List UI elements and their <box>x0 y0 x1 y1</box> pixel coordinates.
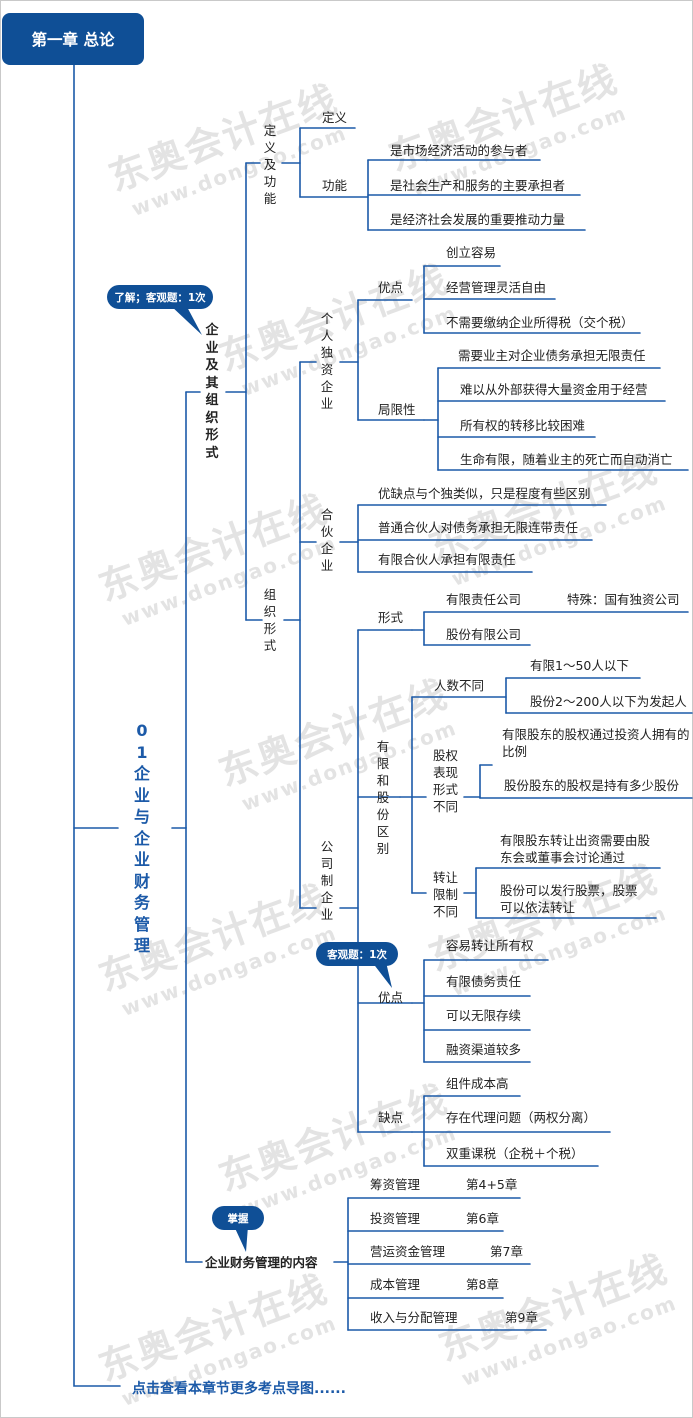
leaf-chapter: 第7章 <box>490 1244 523 1259</box>
leaf: 所有权的转移比较困难 <box>460 418 586 433</box>
leaf: 是市场经济活动的参与者 <box>390 143 528 158</box>
leaf: 股份2～200人以下为发起人 <box>530 694 687 709</box>
leaf: 收入与分配管理 <box>370 1310 458 1325</box>
leaf: 股份股东的股权是持有多少股份 <box>504 778 680 793</box>
badge-pointer <box>234 1226 248 1252</box>
node-org-forms: 组织形式 <box>263 587 277 653</box>
leaf: 有限债务责任 <box>446 974 522 989</box>
chapter-title: 第一章 总论 <box>2 13 144 65</box>
leaf: 是社会生产和服务的主要承担者 <box>390 178 566 193</box>
leaf: 需要业主对企业债务承担无限责任 <box>458 348 646 363</box>
leaf: 创立容易 <box>446 245 497 260</box>
leaf: 组件成本高 <box>446 1076 509 1091</box>
leaf: 双重课税（企税＋个税） <box>446 1146 584 1161</box>
node-partnership: 合伙企业 <box>320 507 334 573</box>
leaf: 成本管理 <box>370 1277 421 1292</box>
leaf: 经营管理灵活自由 <box>446 280 547 295</box>
leaf: 是经济社会发展的重要推动力量 <box>390 212 566 227</box>
more-mindmaps-link[interactable]: 点击查看本章节更多考点导图...... <box>132 1381 346 1397</box>
badge-pointer <box>170 305 202 335</box>
leaf: 优缺点与个独类似，只是程度有些区别 <box>378 486 591 501</box>
leaf: 难以从外部获得大量资金用于经营 <box>460 382 648 397</box>
node-definition-function: 定义及功能 <box>263 123 277 206</box>
node-differences: 有限和股份区别 <box>376 739 390 856</box>
leaf: 有限股东转让出资需要由股东会或董事会讨论通过 <box>500 833 651 865</box>
topic-fm-content: 企业财务管理的内容 <box>205 1255 318 1270</box>
node-equity-form: 股权表现形式不同 <box>433 748 459 814</box>
node-sole-cons: 局限性 <box>378 402 416 417</box>
leaf-chapter: 第8章 <box>466 1277 499 1292</box>
leaf-chapter: 第6章 <box>466 1211 499 1226</box>
node-sole-proprietorship: 个人独资企业 <box>320 311 334 411</box>
leaf: 存在代理问题（两权分离） <box>446 1110 597 1125</box>
node-definition: 定义 <box>322 110 348 125</box>
node-transfer-limit: 转让限制不同 <box>433 870 459 919</box>
leaf: 可以无限存续 <box>446 1008 522 1023</box>
leaf: 营运资金管理 <box>370 1244 446 1259</box>
leaf: 生命有限，随着业主的死亡而自动消亡 <box>460 452 673 467</box>
topic-enterprise: 企业及其组织形式 <box>205 323 219 461</box>
leaf: 有限责任公司 <box>446 592 522 607</box>
badge-pointer <box>372 962 392 988</box>
node-sole-pros: 优点 <box>378 280 404 295</box>
leaf: 股份可以发行股票，股票可以依法转让 <box>500 883 638 915</box>
leaf: 普通合伙人对债务承担无限连带责任 <box>378 520 579 535</box>
leaf: 容易转让所有权 <box>446 938 534 953</box>
node-company: 公司制企业 <box>320 839 334 922</box>
leaf-chapter: 第4+5章 <box>466 1177 518 1192</box>
leaf: 有限1～50人以下 <box>530 658 629 673</box>
leaf: 有限股东的股权通过投资人拥有的比例 <box>502 727 690 759</box>
node-company-cons: 缺点 <box>378 1110 404 1125</box>
leaf: 不需要缴纳企业所得税（交个税） <box>446 315 634 330</box>
leaf: 融资渠道较多 <box>446 1042 522 1057</box>
leaf-chapter: 第9章 <box>505 1310 538 1325</box>
node-headcount: 人数不同 <box>434 678 485 693</box>
leaf: 筹资管理 <box>370 1177 421 1192</box>
leaf: 有限合伙人承担有限责任 <box>378 552 516 567</box>
badge-understand: 了解；客观题：1次 <box>107 285 213 309</box>
node-company-pros: 优点 <box>378 990 404 1005</box>
leaf: 投资管理 <box>370 1211 421 1226</box>
section-label: 01企业与企业财务管理 <box>133 721 150 955</box>
leaf-special: 特殊：国有独资公司 <box>567 592 680 607</box>
leaf: 股份有限公司 <box>446 627 522 642</box>
node-company-forms: 形式 <box>378 610 404 625</box>
node-function: 功能 <box>322 178 348 193</box>
